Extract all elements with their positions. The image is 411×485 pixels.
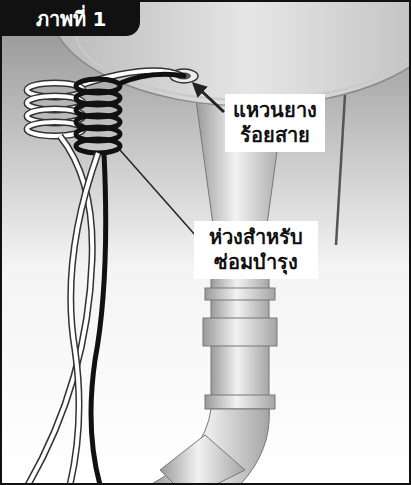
coil-turn xyxy=(76,139,120,153)
callout-arrow xyxy=(194,84,224,112)
elbow-fitting xyxy=(160,435,245,485)
pipe-coupling xyxy=(205,288,275,300)
white-wire xyxy=(28,136,92,485)
float-rod xyxy=(336,95,345,245)
pipe-coupling xyxy=(205,395,275,409)
callout-label: ห่วงสำหรับ ซ่อมบำรุง xyxy=(198,225,314,275)
white-wire xyxy=(28,136,92,485)
black-wire xyxy=(118,74,186,84)
callout-box: ห่วงสำหรับ ซ่อมบำรุง xyxy=(194,221,318,279)
callout-label: แหวนยาง ร้อยสาย xyxy=(229,98,321,148)
callout-box: แหวนยาง ร้อยสาย xyxy=(225,94,325,152)
black-wire-coil xyxy=(76,79,120,153)
pipe-coupling xyxy=(203,318,277,346)
pipe-elbow xyxy=(150,409,269,485)
black-wire xyxy=(91,153,106,485)
figure-title: ภาพที่ 1 xyxy=(2,2,140,36)
leader-line xyxy=(120,150,196,236)
